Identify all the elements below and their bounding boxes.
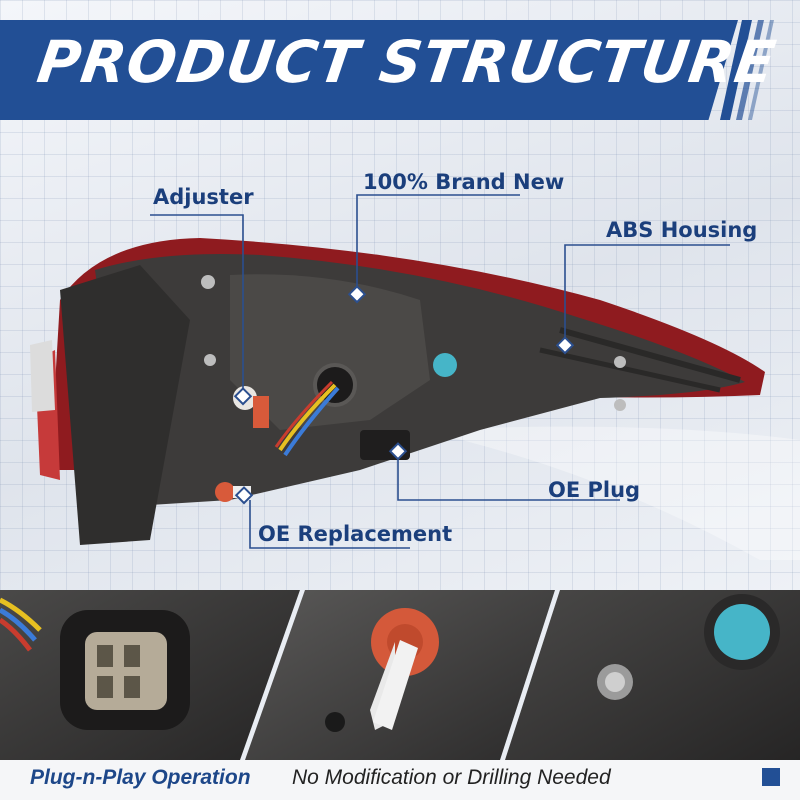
banner-stripes (720, 20, 774, 120)
housing-panel (230, 274, 430, 430)
blue-seal-cap (433, 353, 457, 377)
connector-pins (85, 632, 167, 710)
detail-photo-connector (0, 590, 300, 760)
housing-rib (559, 327, 741, 383)
footer-bar: Plug-n-Play Operation No Modification or… (0, 760, 800, 800)
leader-brand-new (356, 194, 520, 292)
callout-oe-replacement: OE Replacement (258, 522, 453, 546)
footer-lead-text: Plug-n-Play Operation (30, 766, 251, 789)
tail-light-clear-section (30, 340, 55, 412)
mounting-bolt (204, 354, 216, 366)
callout-markers (233, 285, 575, 505)
footer-square-icon (762, 768, 780, 786)
wire-red (274, 380, 334, 448)
marker-abs-housing (555, 336, 575, 355)
oe-replacement-stud (215, 482, 235, 502)
callout-brand-new: 100% Brand New (363, 170, 565, 194)
leader-adjuster (150, 214, 244, 395)
blue-seal-cap-closeup (714, 604, 770, 660)
footer-description-text: No Modification or Drilling Needed (292, 766, 611, 789)
callout-oe-plug: OE Plug (548, 478, 641, 502)
detail-photo-seal-cap (505, 590, 800, 760)
detail-photos-strip (0, 590, 800, 760)
tail-light-end-block (60, 265, 190, 545)
wire-blue (283, 386, 340, 457)
detail-photo-mounting-stud (245, 590, 555, 760)
callout-abs-housing: ABS Housing (606, 218, 758, 242)
callout-adjuster: Adjuster (153, 185, 254, 209)
housing-rib (539, 347, 721, 393)
mounting-bolt (201, 275, 215, 289)
callout-leader-lines (150, 194, 730, 549)
tail-light-illustration (30, 194, 800, 560)
marker-adjuster (233, 387, 253, 406)
title-banner (0, 20, 738, 120)
leader-oe-replacement (249, 500, 410, 549)
leader-oe-plug (397, 452, 620, 501)
leader-abs-housing (564, 244, 730, 343)
marker-brand-new (347, 285, 367, 304)
marker-oe-replacement (234, 486, 254, 505)
wire-yellow (278, 383, 337, 452)
marker-oe-plug (388, 442, 408, 461)
background-car-shape (420, 426, 800, 560)
adjuster-stud (253, 396, 269, 428)
mounting-bolt (614, 399, 626, 411)
mounting-bolt (614, 356, 626, 368)
